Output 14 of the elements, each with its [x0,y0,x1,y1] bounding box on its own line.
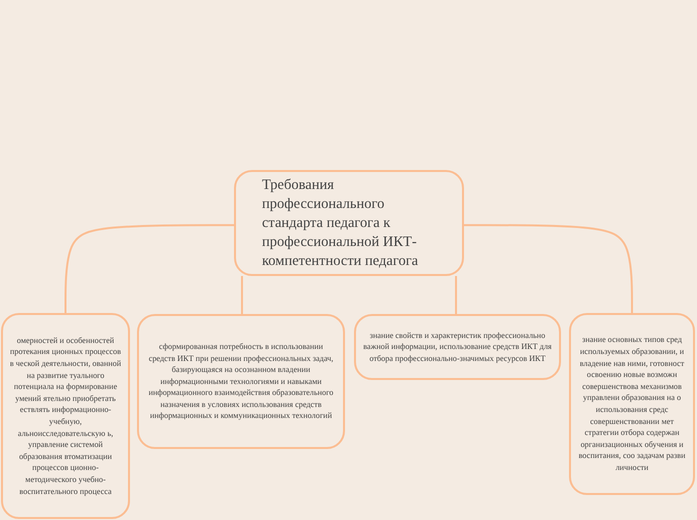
connector-line [464,224,633,313]
subtopic-box [569,313,695,495]
connector-line [241,276,243,314]
topic-text: Требования профессионального стандарта педагога к профессиональной ИКТ-компетентности педагога [262,176,420,270]
topic-text: омерностей и особенностей протекания ционных процессов в ческой деятельности, ованной на развитие туального потенциала на формирование умений ятельно приобретать ествлять информационно- учебную, альноисследовательскую ь, управление системой образования втоматизации процессов ционно-методического учебно-воспитательного процесса [9,334,122,498]
subtopic-box [1,313,130,519]
subtopic-box [137,314,345,449]
topic-text: знание свойств и характеристик профессионально важной информации, использование средств ИКТ для отбора профессионально-значимых ресурсов ИКТ [362,330,553,364]
topic-text: сформированная потребность в использовании средств ИКТ при решении профессиональных задач, базирующаяся на осознанном владении информационными технологиями и навыками информационного взаимодействия образовательного назначения в условиях использования средств информационных и коммуникационных технологий [148,340,334,422]
topic-text: знание основных типов сред используемых образовании, и владение нав ними, готовност освоению новые возможн совершенствова механизмов управлени образования на о использования средс совершенствовании мет стратегии отбора содержан организационных обучения и воспитания, соо задачам разви личности [578,334,686,474]
connector-line [64,224,234,313]
central-topic-box [234,170,464,276]
connector-line [455,276,457,314]
subtopic-box [354,314,561,380]
